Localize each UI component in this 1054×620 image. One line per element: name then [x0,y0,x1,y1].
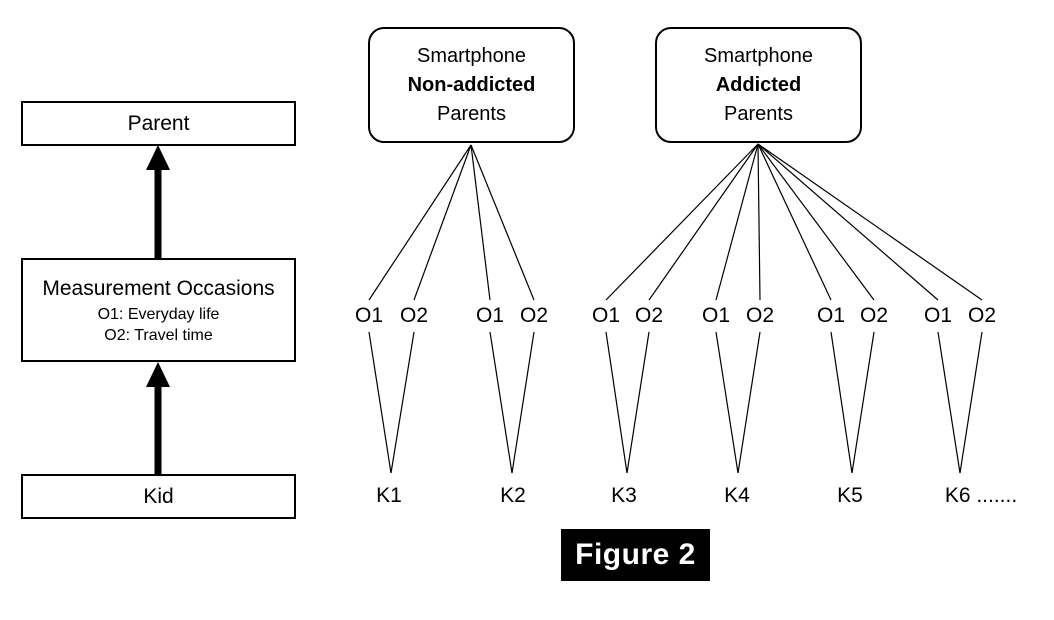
vee-line-kid5-o2 [851,331,875,474]
group-addicted-line1: Smartphone [704,44,813,67]
group-nonaddicted-line2: Non-addicted [407,73,536,96]
group-nonaddicted-line3: Parents [437,102,506,125]
kid-node-3: K3 [611,484,637,507]
legend-box-kid: Kid [21,474,296,519]
vee-line-kid1-o1 [368,331,392,474]
occasion-node-4: O2 [519,304,549,327]
fan-line-group2-occasion5 [605,143,759,301]
fan-line-group2-occasion6 [648,143,759,301]
vee-line-kid2-o2 [511,331,535,474]
fan-line-group2-occasion7 [715,143,759,301]
vee-line-kid6-o2 [959,331,983,474]
occasion-node-7: O1 [701,304,731,327]
group-box-non-addicted-parents: Smartphone Non-addicted Parents [368,27,575,143]
legend-measurement-o2: O2: Travel time [104,327,213,344]
occasion-node-11: O1 [923,304,953,327]
fan-line-group1-occasion4 [470,144,535,301]
occasion-node-6: O2 [634,304,664,327]
kid-node-5: K5 [837,484,863,507]
vee-line-kid1-o2 [390,331,415,474]
kid-node-6: K6 ....... [944,484,1018,507]
vee-line-kid6-o1 [937,331,961,474]
arrow-measurement-to-parent [146,145,170,258]
fan-line-group2-occasion8 [757,143,761,301]
occasion-node-3: O1 [475,304,505,327]
occasion-to-kid-lines [368,331,983,474]
occasion-node-2: O2 [399,304,429,327]
group-box-addicted-parents: Smartphone Addicted Parents [655,27,862,143]
vee-line-kid4-o2 [737,331,761,474]
fan-line-group2-occasion9 [757,143,832,301]
fan-line-group1-occasion2 [413,144,472,301]
vee-line-kid3-o1 [605,331,628,474]
legend-kid-title: Kid [143,484,174,508]
kid-node-1: K1 [376,484,402,507]
arrow-kid-to-measurement [146,362,170,474]
kid-node-2: K2 [500,484,526,507]
figure-caption-banner: Figure 2 [561,529,710,581]
kid-node-4: K4 [724,484,750,507]
group-addicted-line2: Addicted [715,73,802,96]
fan-line-group2-occasion12 [757,143,983,301]
fan-line-group2-occasion10 [757,143,875,301]
legend-measurement-title: Measurement Occasions [42,277,275,300]
group-addicted-line3: Parents [724,102,793,125]
fan-line-group1-occasion1 [368,144,472,301]
occasion-node-1: O1 [354,304,384,327]
legend-parent-title: Parent [127,111,190,135]
occasion-node-12: O2 [967,304,997,327]
group-nonaddicted-line1: Smartphone [417,44,526,67]
parent-to-occasion-lines [368,143,983,301]
fan-line-group2-occasion11 [757,143,939,301]
vee-line-kid4-o1 [715,331,739,474]
legend-box-measurement-occasions: Measurement Occasions O1: Everyday life … [21,258,296,362]
occasion-node-10: O2 [859,304,889,327]
legend-box-parent: Parent [21,101,296,146]
vee-line-kid3-o2 [626,331,650,474]
vee-line-kid5-o1 [830,331,853,474]
occasion-node-9: O1 [816,304,846,327]
vee-line-kid2-o1 [489,331,513,474]
fan-line-group1-occasion3 [470,144,491,301]
occasion-node-8: O2 [745,304,775,327]
legend-measurement-o1: O1: Everyday life [97,306,220,323]
occasion-node-5: O1 [591,304,621,327]
